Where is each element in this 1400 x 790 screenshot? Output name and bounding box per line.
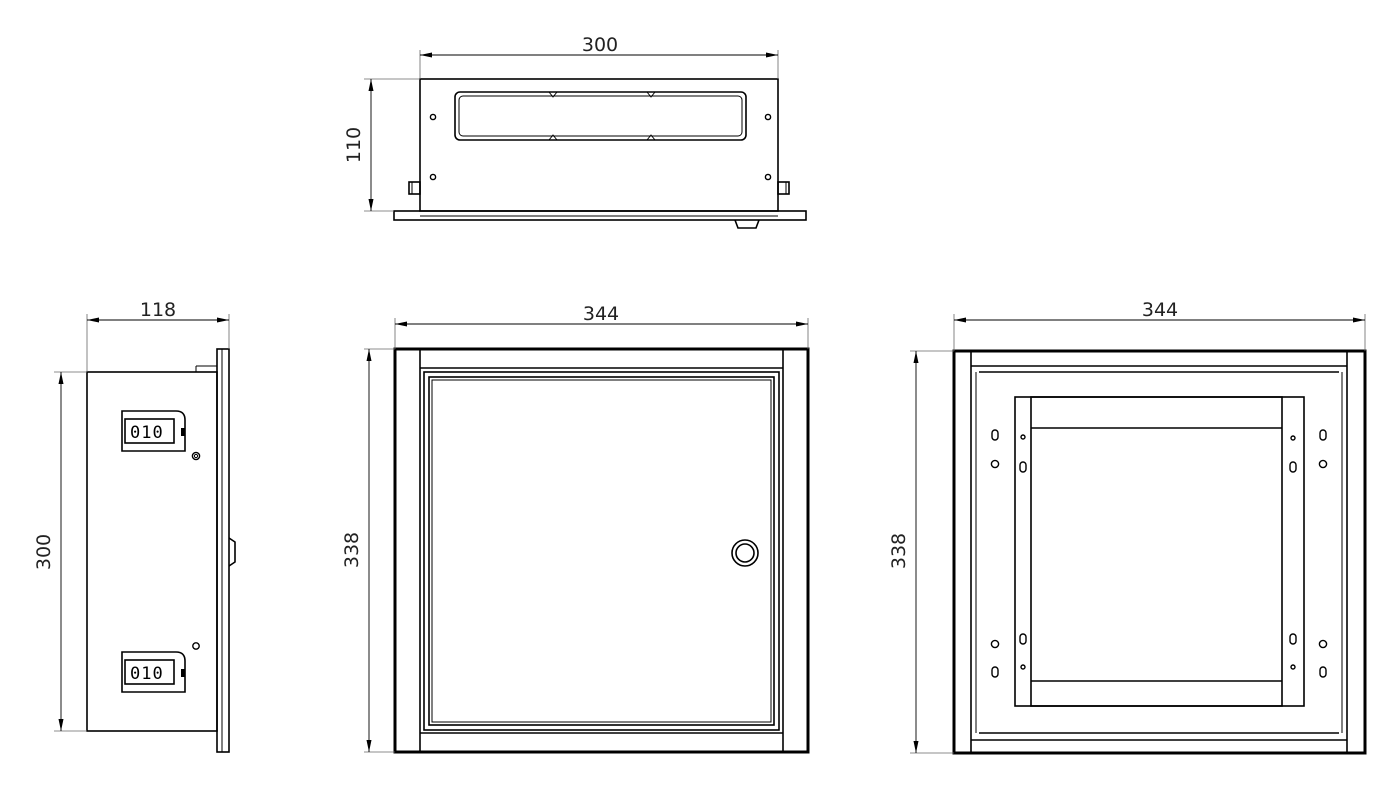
front-height-dimension: 338 — [341, 348, 395, 753]
back-width-dimension: 344 — [953, 299, 1366, 351]
front-height-label: 338 — [341, 532, 363, 568]
back-view: 344 338 — [888, 299, 1367, 755]
side-view: 010 010 118 300 — [33, 299, 236, 753]
front-view: 344 338 — [341, 303, 810, 754]
side-height-label: 300 — [33, 534, 55, 570]
front-width-dimension: 344 — [394, 303, 809, 349]
top-view: 300 110 — [343, 34, 807, 229]
side-height-dimension: 300 — [33, 371, 87, 732]
back-width-label: 344 — [1142, 299, 1178, 321]
side-label-bottom-text: 010 — [130, 664, 164, 684]
side-label-top: 010 — [121, 410, 186, 452]
top-width-label: 300 — [582, 34, 618, 56]
side-label-bottom: 010 — [121, 651, 186, 693]
back-height-label: 338 — [888, 533, 910, 569]
top-height-label: 110 — [343, 127, 365, 163]
side-width-dimension: 118 — [86, 299, 230, 372]
side-label-top-text: 010 — [130, 423, 164, 443]
top-height-dimension: 110 — [343, 78, 420, 212]
side-width-label: 118 — [140, 299, 176, 321]
back-height-dimension: 338 — [888, 350, 954, 754]
door-lock-icon — [731, 539, 759, 567]
top-width-dimension: 300 — [419, 34, 779, 79]
front-width-label: 344 — [583, 303, 619, 325]
